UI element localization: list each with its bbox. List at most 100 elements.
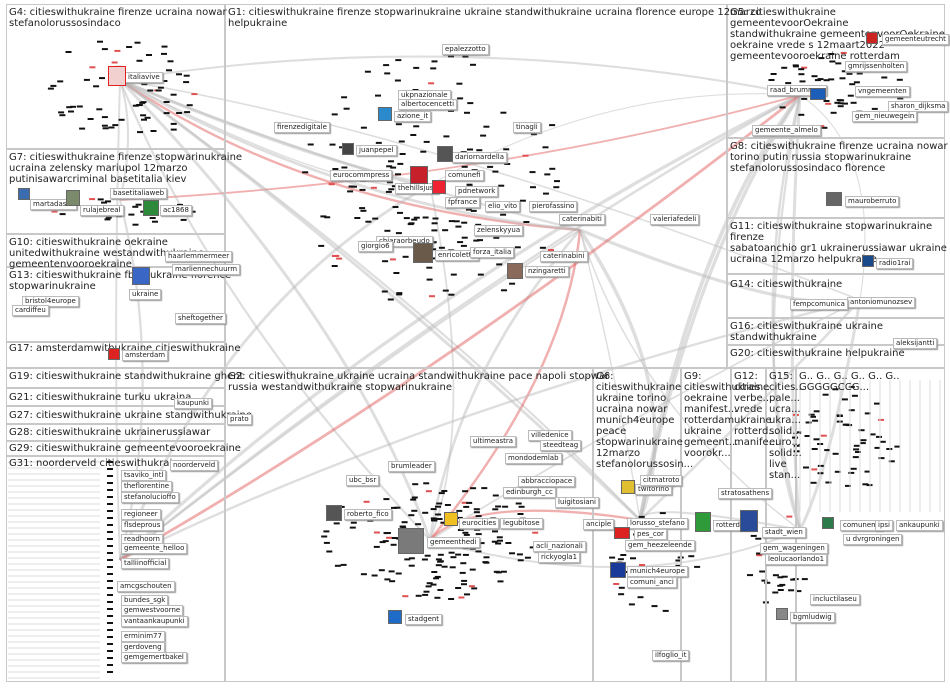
node-label-gemeente_helloo[interactable]: gemeente_helloo bbox=[121, 543, 187, 554]
node-label-gem_wageningen[interactable]: gem_wageningen bbox=[760, 543, 828, 554]
node-label-ipsi[interactable]: ipsi bbox=[875, 520, 893, 531]
node-label-ubc_bsr[interactable]: ubc_bsr bbox=[346, 475, 379, 486]
node-label-brumleader[interactable]: brumleader bbox=[388, 461, 435, 472]
node-label-forza_italia[interactable]: forza_italia bbox=[470, 247, 514, 258]
node-label-mondodemlab[interactable]: mondodemlab bbox=[505, 453, 562, 464]
group-title-g2: G2: citieswithukraine ukraine ucraina st… bbox=[228, 371, 609, 393]
node-label-radio1rai[interactable]: radio1rai bbox=[876, 258, 913, 269]
node-label-giorgio6[interactable]: giorgio6 bbox=[358, 241, 393, 252]
node-label-ankaupunki[interactable]: ankaupunki bbox=[896, 520, 943, 531]
node-label-rickyogla1[interactable]: rickyogla1 bbox=[538, 552, 580, 563]
node-label-haarlemmermeer[interactable]: haarlemmermeer bbox=[165, 251, 232, 262]
node-label-elio_vito[interactable]: elio_vito bbox=[485, 201, 520, 212]
node-label-flsdeprous[interactable]: flsdeprous bbox=[121, 520, 163, 531]
node-label-kaupunki[interactable]: kaupunki bbox=[174, 398, 212, 409]
avatar-italiavive bbox=[108, 66, 126, 86]
node-label-juanpepel[interactable]: juanpepel bbox=[356, 145, 397, 156]
node-label-gemgemertbakel[interactable]: gemgemertbakel bbox=[121, 652, 187, 663]
node-label-prato[interactable]: prato bbox=[227, 414, 252, 425]
node-label-munich4europe[interactable]: munich4europe bbox=[627, 566, 688, 577]
node-label-fpfrance[interactable]: fpfrance bbox=[445, 197, 480, 208]
node-label-sheftogether[interactable]: sheftogether bbox=[175, 313, 226, 324]
avatar-rulajebreal bbox=[66, 190, 80, 206]
node-label-stadt_wien[interactable]: stadt_wien bbox=[762, 527, 806, 538]
node-label-gemeenteutrecht[interactable]: gemeenteutrecht bbox=[882, 34, 949, 45]
node-label-ukraine[interactable]: ukraine bbox=[129, 289, 161, 300]
node-label-noorderveld[interactable]: noorderveld bbox=[170, 460, 218, 471]
node-label-steedteag[interactable]: steedteag bbox=[540, 440, 581, 451]
node-label-ilfoglio_it[interactable]: ilfoglio_it bbox=[652, 650, 689, 661]
node-label-acli_nazionali[interactable]: acli_nazionali bbox=[533, 541, 586, 552]
node-label-eurocommpress[interactable]: eurocommpress bbox=[330, 170, 392, 181]
node-label-pdnetwork[interactable]: pdnetwork bbox=[455, 186, 498, 197]
node-label-albertocencetti[interactable]: albertocencetti bbox=[398, 99, 457, 110]
node-label-comuni_anci[interactable]: comuni_anci bbox=[627, 577, 677, 588]
node-label-antoniomunozsev[interactable]: antoniomunozsev bbox=[847, 297, 915, 308]
node-label-talliinofficial[interactable]: talliinofficial bbox=[121, 558, 169, 569]
node-label-rulajebreal[interactable]: rulajebreal bbox=[80, 205, 124, 216]
group-title-g1: G1: citieswithukraine firenze stopwarinu… bbox=[228, 7, 761, 29]
node-label-stefanolucioffo[interactable]: stefanolucioffo bbox=[121, 492, 179, 503]
group-title-small: G.. G.. G.. G.. G.. G.. GGGGGCCG... bbox=[799, 371, 943, 393]
node-label-tinagli[interactable]: tinagli bbox=[513, 122, 541, 133]
node-label-tsaviko_intl[interactable]: tsaviko_intl bbox=[121, 470, 166, 481]
node-label-lorusso_stefano[interactable]: lorusso_stefano bbox=[627, 518, 688, 529]
node-label-amcgschouten[interactable]: amcgschouten bbox=[117, 581, 175, 592]
node-label-marliennechuurm[interactable]: marliennechuurm bbox=[172, 264, 240, 275]
node-label-dariornardella[interactable]: dariornardella bbox=[452, 152, 507, 163]
node-label-basetitaliaweb[interactable]: basetitaliaweb bbox=[110, 188, 167, 199]
node-label-citmatroto[interactable]: citmatroto bbox=[640, 475, 682, 486]
node-label-vngemeenten[interactable]: vngemeenten bbox=[855, 86, 910, 97]
node-label-pes_cor[interactable]: pes_cor bbox=[634, 529, 667, 540]
node-label-caterinabini[interactable]: caterinabini bbox=[540, 251, 588, 262]
node-label-stadgent[interactable]: stadgent bbox=[405, 614, 442, 625]
node-label-edinburgh_cc[interactable]: edinburgh_cc bbox=[503, 487, 556, 498]
group-title-g19: G19: citieswithukraine standwithukraine … bbox=[9, 371, 243, 382]
node-label-fempcomunica[interactable]: fempcomunica bbox=[790, 299, 848, 310]
node-label-pierofassino[interactable]: pierofassino bbox=[529, 201, 577, 212]
node-label-legubitose[interactable]: legubitose bbox=[500, 518, 543, 529]
avatar-comunemi bbox=[822, 517, 834, 529]
node-label-zelenskyyua[interactable]: zelenskyyua bbox=[474, 225, 523, 236]
node-label-roberto_fico[interactable]: roberto_fico bbox=[344, 509, 392, 520]
node-label-udvrgroningen[interactable]: u dvrgroningen bbox=[843, 534, 902, 545]
node-label-eurocities[interactable]: eurocities bbox=[459, 518, 499, 529]
node-label-valeriafedeli[interactable]: valeriafedeli bbox=[650, 214, 699, 225]
node-label-azione_it[interactable]: azione_it bbox=[394, 111, 431, 122]
node-label-caterinabiti[interactable]: caterinabiti bbox=[559, 214, 605, 225]
node-label-anciple[interactable]: anciple bbox=[583, 519, 614, 530]
node-label-gmrijssenholten[interactable]: gmrijssenholten bbox=[845, 61, 907, 72]
node-label-ac1868[interactable]: ac1868 bbox=[160, 205, 192, 216]
node-label-firenzedigitale[interactable]: firenzedigitale bbox=[274, 122, 330, 133]
node-label-cardiffeu[interactable]: cardiffeu bbox=[12, 305, 49, 316]
avatar-munich4europe bbox=[610, 562, 626, 578]
avatar-pd bbox=[432, 180, 446, 194]
node-label-aleksijantti[interactable]: aleksijantti bbox=[893, 338, 937, 349]
node-label-stratosathens[interactable]: stratosathens bbox=[718, 488, 772, 499]
node-label-epalezzotto[interactable]: epalezzotto bbox=[442, 44, 489, 55]
node-label-mauroberruto[interactable]: mauroberruto bbox=[845, 196, 899, 207]
node-label-gem_heezeleende[interactable]: gem_heezeleende bbox=[625, 540, 695, 551]
group-title-g31: G31: noorderveld citieswithukraine... bbox=[9, 458, 194, 469]
avatar-roberto_fico bbox=[326, 505, 342, 521]
node-label-gemeenthedi[interactable]: gemeenthedi bbox=[427, 537, 480, 548]
node-label-ultimeastra[interactable]: ultimeastra bbox=[470, 436, 516, 447]
node-label-incluctilaseu[interactable]: incluctilaseu bbox=[810, 594, 860, 605]
node-label-vantaankaupunki[interactable]: vantaankaupunki bbox=[121, 616, 188, 627]
node-label-theflorentine[interactable]: theflorentine bbox=[121, 481, 172, 492]
node-label-erminim77[interactable]: erminim77 bbox=[121, 631, 165, 642]
avatar-vng bbox=[810, 88, 826, 100]
node-label-gemwestvoorne[interactable]: gemwestvoorne bbox=[121, 605, 183, 616]
node-label-luigitosiani[interactable]: luigitosiani bbox=[555, 497, 599, 508]
node-label-gemeente_almelo[interactable]: gemeente_almelo bbox=[752, 125, 821, 136]
node-label-comunefi[interactable]: comunefi bbox=[445, 170, 484, 181]
node-label-abbracciopace[interactable]: abbracciopace bbox=[518, 476, 575, 487]
node-label-nzingaretti[interactable]: nzingaretti bbox=[525, 266, 569, 277]
node-label-amsterdam[interactable]: amsterdam bbox=[122, 350, 168, 361]
node-label-leolucaorlando1[interactable]: leolucaorlando1 bbox=[765, 554, 827, 565]
node-label-bgmludwig[interactable]: bgmludwig bbox=[790, 612, 835, 623]
node-label-italiavive[interactable]: italiavive bbox=[125, 72, 163, 83]
avatar-gemeenthedi bbox=[398, 528, 424, 554]
node-label-regioneer[interactable]: regioneer bbox=[121, 509, 161, 520]
node-label-gem_nieuwegein[interactable]: gem_nieuwegein bbox=[852, 111, 917, 122]
